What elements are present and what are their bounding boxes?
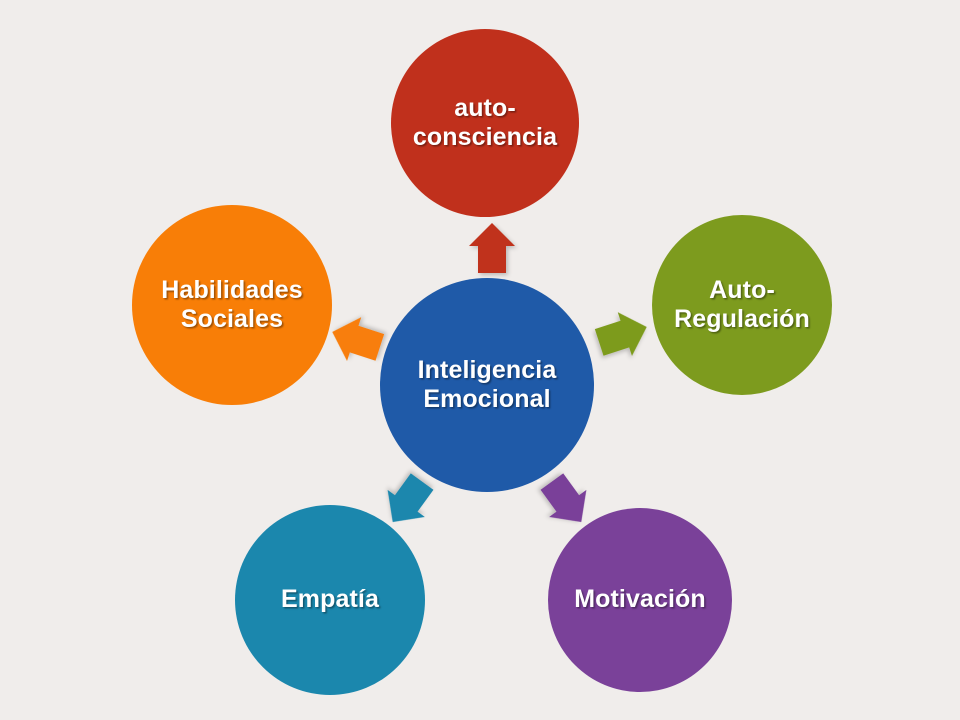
arrow-empatia-icon (387, 473, 434, 523)
node-auto-consciencia[interactable]: auto- consciencia (391, 29, 579, 217)
node-auto-regulacion-label: Auto- Regulación (674, 275, 810, 334)
node-auto-consciencia-label: auto- consciencia (412, 93, 558, 152)
arrow-motivacion-icon (540, 473, 587, 523)
node-habilidades-sociales[interactable]: Habilidades Sociales (132, 205, 332, 405)
node-inteligencia-emocional[interactable]: Inteligencia Emocional (380, 278, 594, 492)
node-habilidades-sociales-label: Habilidades Sociales (161, 275, 303, 334)
node-empatia[interactable]: Empatía (235, 505, 425, 695)
arrow-auto-regulacion-icon (594, 312, 647, 356)
arrow-habilidades-sociales-icon (332, 317, 385, 361)
node-empatia-label: Empatía (281, 585, 379, 614)
node-inteligencia-emocional-label: Inteligencia Emocional (417, 355, 557, 414)
arrow-auto-consciencia-icon (469, 223, 515, 273)
node-motivacion-label: Motivación (574, 585, 706, 614)
node-motivacion[interactable]: Motivación (548, 508, 732, 692)
node-auto-regulacion[interactable]: Auto- Regulación (652, 215, 832, 395)
